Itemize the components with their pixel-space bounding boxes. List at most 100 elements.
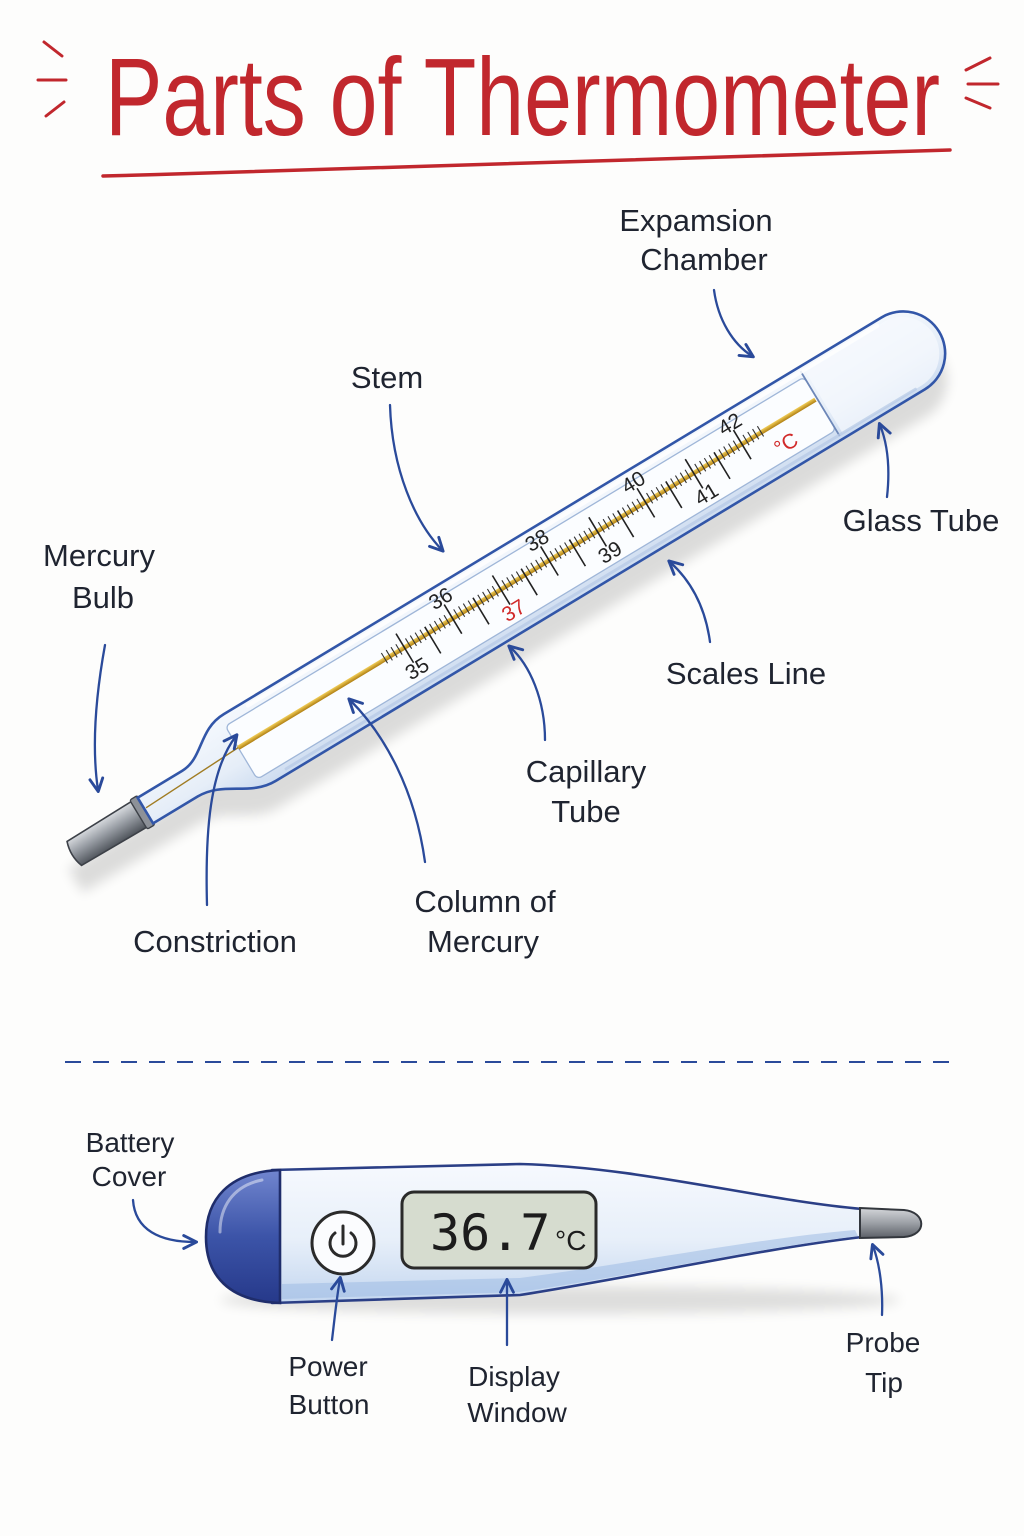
sparkle-stroke	[964, 56, 992, 72]
scale-tick-half	[424, 626, 442, 654]
scale-tick	[699, 460, 707, 472]
scale-tick	[414, 632, 422, 644]
lcd-unit: °C	[555, 1225, 586, 1256]
scale-tick	[559, 545, 567, 556]
scale-tick	[554, 548, 562, 559]
battery-cover	[204, 1168, 282, 1305]
scale-tick	[433, 620, 442, 632]
scale-tick	[549, 550, 557, 562]
scale-tick-major	[588, 516, 608, 547]
scale-tick	[578, 533, 586, 545]
scale-tick	[588, 527, 596, 539]
arrow-icon	[507, 644, 547, 742]
label-text: Capillary	[526, 754, 647, 789]
scale-tick-major	[636, 487, 656, 518]
label-text: Column of	[414, 884, 556, 919]
power-icon	[328, 1224, 358, 1258]
scale-tick	[380, 652, 389, 664]
scale-tick-half	[616, 510, 635, 538]
metal-bulb-tip	[66, 799, 150, 867]
label-text: Battery	[86, 1127, 175, 1158]
scale-tick-major	[732, 429, 752, 460]
scale-tick	[419, 629, 427, 641]
label-constriction: Constriction	[133, 733, 297, 959]
label-text: Stem	[351, 360, 423, 395]
arrow-icon	[347, 697, 427, 864]
label-text: Mercury	[427, 924, 539, 959]
label-text: Chamber	[640, 242, 768, 277]
label-text: Tube	[551, 794, 621, 829]
mercury-column	[237, 397, 817, 750]
scale-tick	[530, 562, 538, 574]
scale-tick	[453, 609, 461, 620]
clinical-thermometer: 35 36 37 38 39 40 41 42 °C	[66, 310, 948, 893]
label-expansion-chamber: Expamsion Chamber	[619, 203, 773, 359]
label-column-of-mercury: Column of Mercury	[347, 697, 556, 959]
label-probe-tip: Probe Tip	[846, 1243, 921, 1398]
scale-tick	[438, 617, 446, 629]
title-group: Parts of Thermometer	[36, 36, 1000, 178]
digital-thermometer: 36.7 °C	[204, 1162, 923, 1314]
arrow-icon	[876, 422, 892, 499]
arrow-icon	[88, 643, 107, 794]
battery-cover-highlight	[218, 1178, 264, 1234]
scale-tick	[511, 574, 519, 586]
scale-tick	[525, 565, 533, 577]
scale-tick	[390, 646, 398, 658]
scale-tick	[694, 463, 702, 475]
scale-tick	[491, 585, 499, 597]
scale-tick	[458, 606, 466, 618]
scale-tick	[674, 475, 683, 487]
scale-tick	[573, 536, 581, 548]
scale-tick	[405, 638, 413, 650]
scale-tick	[670, 478, 678, 490]
label-text: Tip	[865, 1367, 903, 1398]
scale-tick	[679, 472, 687, 484]
scale-tick	[443, 614, 451, 626]
arrow-icon	[667, 559, 712, 644]
scale-tick	[727, 443, 736, 455]
digital-labels: Battery Cover Power Button Display Windo…	[86, 1127, 921, 1428]
probe-tip	[859, 1206, 923, 1240]
sparkle-stroke	[964, 96, 992, 110]
scale-tick	[486, 588, 495, 600]
scale-tick	[655, 486, 663, 498]
scale-tick	[646, 492, 654, 504]
scale-tick	[742, 434, 750, 446]
scale-tick	[539, 556, 548, 568]
label-text: Display	[468, 1361, 560, 1392]
scale-tick	[597, 521, 605, 533]
label-text: Expamsion	[619, 203, 772, 238]
scale-tick	[752, 428, 760, 440]
scale-tick	[732, 440, 740, 452]
scale-tick-half	[713, 451, 731, 480]
scale-tick	[626, 504, 634, 516]
scale-tick	[501, 580, 509, 591]
label-text: Cover	[92, 1161, 167, 1192]
body-lower-shade	[282, 1230, 858, 1299]
title-sparkle-left	[36, 40, 68, 118]
scale-tick	[429, 623, 437, 635]
scale-ticks	[380, 425, 765, 664]
arrow-icon	[131, 1198, 199, 1250]
scale-tick	[564, 542, 572, 554]
scale-tick	[467, 600, 475, 612]
label-text: Button	[289, 1389, 370, 1420]
scale-tick-major	[539, 545, 559, 576]
label-text: Probe	[846, 1327, 921, 1358]
title-sparkle-right	[964, 56, 1000, 110]
scale-tick	[621, 507, 630, 519]
scale-tick	[602, 518, 610, 530]
scale-tick-major	[684, 458, 704, 489]
scale-tick	[718, 449, 726, 460]
label-mercury-bulb: Mercury Bulb	[43, 538, 155, 794]
label-scales-line: Scales Line	[666, 559, 826, 691]
clinical-labels: Expamsion Chamber Stem Mercury Bulb Glas…	[43, 203, 999, 959]
scale-tick-major	[443, 604, 463, 635]
label-text: Bulb	[72, 580, 134, 615]
power-button[interactable]	[310, 1210, 376, 1276]
scale-tick	[583, 530, 591, 542]
scale-tick	[385, 649, 393, 661]
scale-tick	[515, 571, 524, 583]
arrow-icon	[869, 1243, 885, 1317]
